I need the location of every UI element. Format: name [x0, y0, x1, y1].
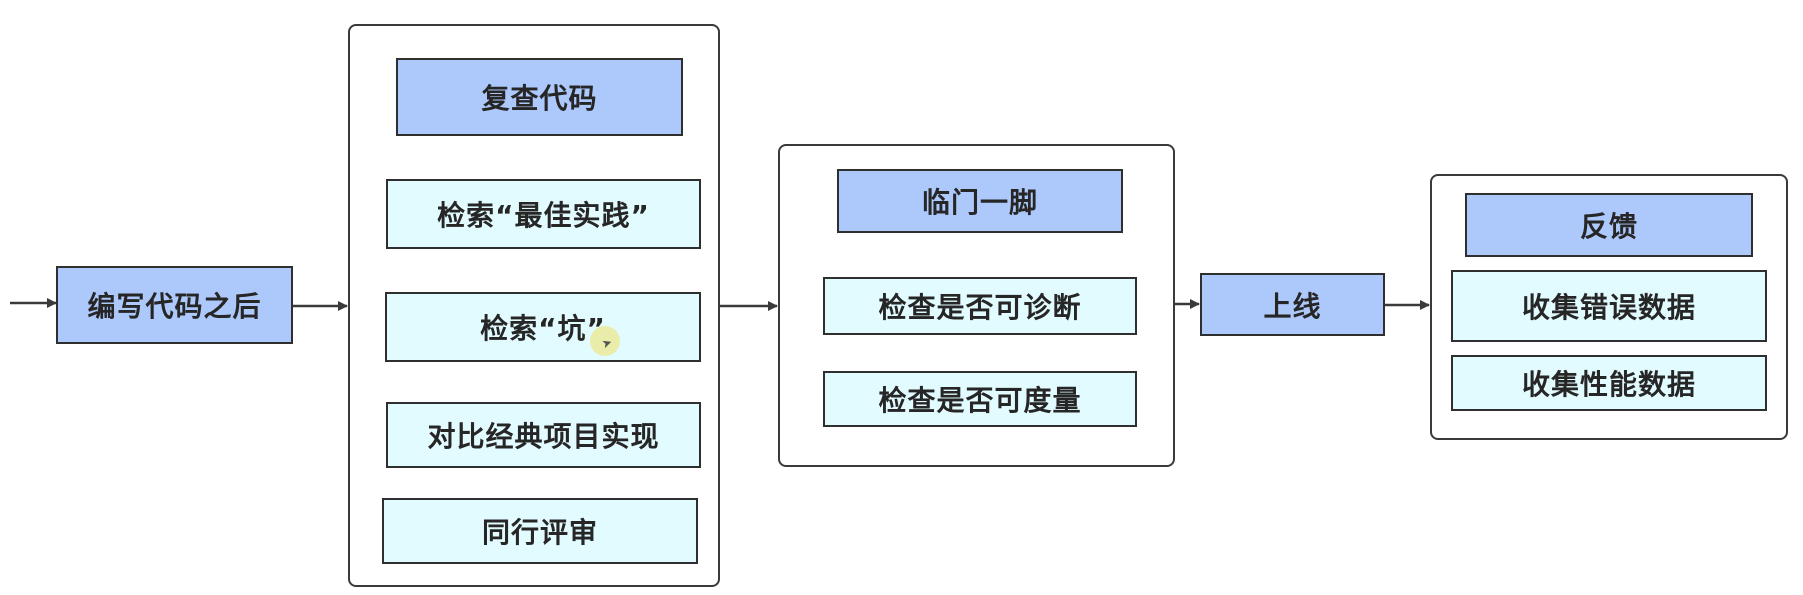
search-pitfalls-node: 检索“坑”	[385, 292, 701, 362]
compare-classic-projects-node: 对比经典项目实现	[386, 402, 701, 468]
feedback-title: 反馈	[1465, 193, 1753, 257]
after-coding-node: 编写代码之后	[56, 266, 293, 344]
launch-node: 上线	[1200, 273, 1385, 336]
peer-review-node: 同行评审	[382, 498, 698, 564]
check-diagnosable-node: 检查是否可诊断	[823, 277, 1137, 335]
cursor-highlight	[590, 326, 620, 356]
last-minute-title: 临门一脚	[837, 169, 1123, 233]
search-best-practice-node: 检索“最佳实践”	[386, 179, 701, 249]
collect-error-data-node: 收集错误数据	[1451, 270, 1767, 342]
check-measurable-node: 检查是否可度量	[823, 371, 1137, 427]
collect-performance-data-node: 收集性能数据	[1451, 355, 1767, 411]
review-code-title: 复查代码	[396, 58, 683, 136]
